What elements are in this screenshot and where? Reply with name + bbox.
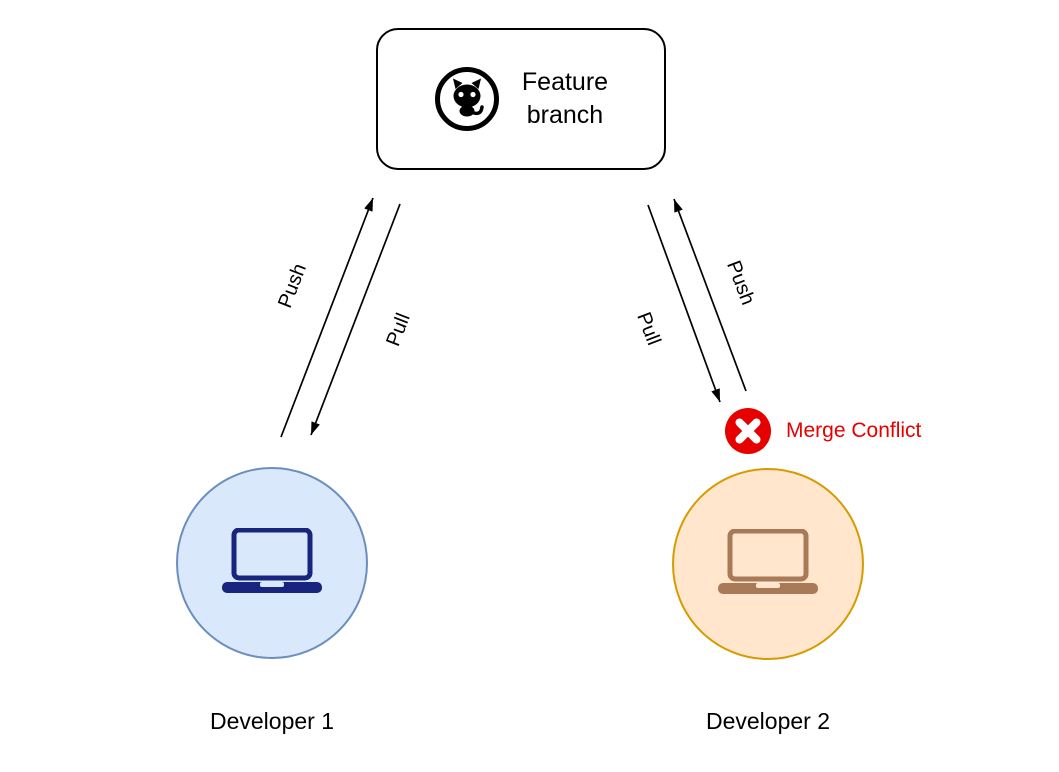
push-label-left: Push (274, 260, 311, 312)
developer1-node (176, 467, 368, 659)
laptop-notch (756, 583, 780, 588)
feature-branch-label-line2: branch (526, 101, 604, 129)
laptop-notch (260, 582, 284, 587)
github-icon (434, 67, 499, 131)
developer1-label: Developer 1 (209, 708, 335, 734)
merge-conflict-label: Merge Conflict (786, 419, 922, 442)
pull-arrow-left (310, 203, 401, 436)
feature-branch-node: Feature branch (376, 28, 666, 170)
laptop-icon (718, 529, 818, 594)
pull-label-left: Pull (382, 310, 415, 350)
feature-branch-label: Feature branch (522, 66, 608, 132)
laptop-base (222, 582, 322, 593)
pull-arrow-right (647, 204, 721, 403)
laptop-icon (222, 528, 322, 593)
laptop-screen (727, 529, 809, 582)
developer2-label: Developer 2 (705, 708, 831, 734)
error-cross-icon (725, 408, 771, 454)
laptop-screen (231, 528, 313, 581)
feature-branch-label-line1: Feature (521, 68, 609, 96)
push-arrow-left (280, 197, 374, 438)
push-label-right: Push (722, 257, 759, 309)
laptop-base (718, 583, 818, 594)
merge-conflict-badge: Merge Conflict (723, 406, 921, 456)
pull-label-right: Pull (632, 309, 665, 349)
developer2-node (672, 468, 864, 660)
